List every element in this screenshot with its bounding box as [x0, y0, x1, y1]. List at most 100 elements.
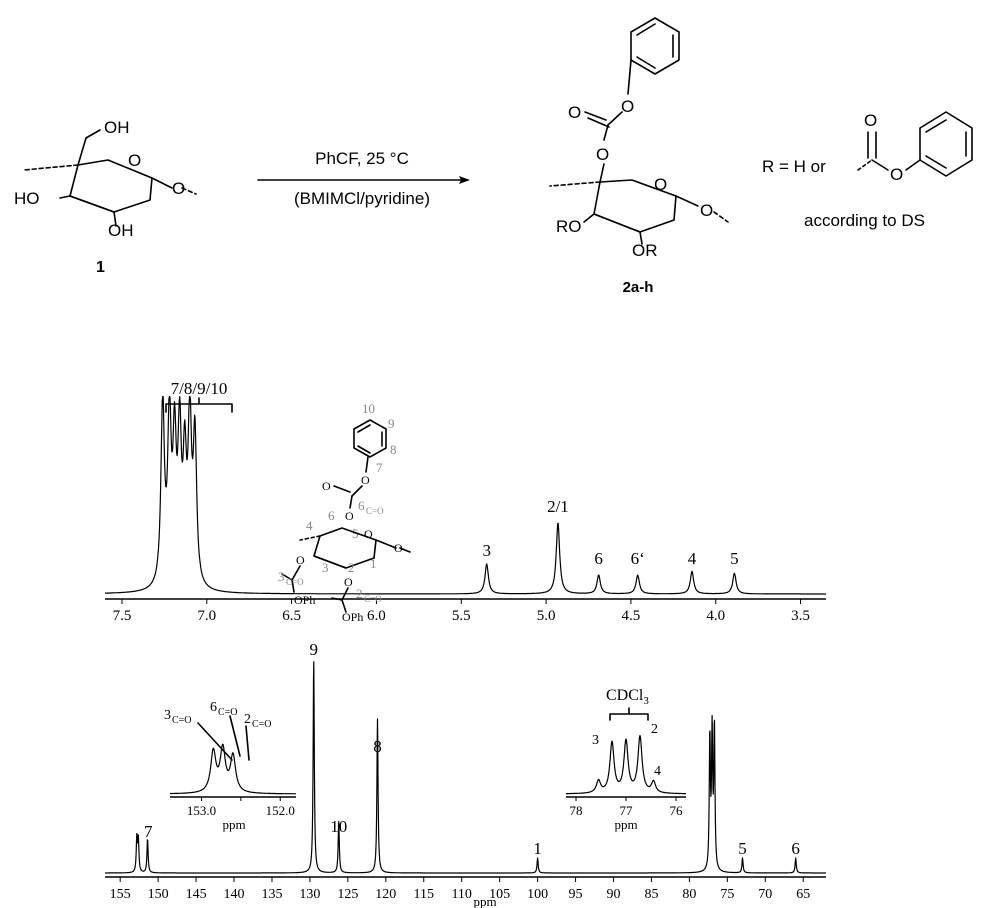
inset-label-3: 3	[164, 708, 171, 723]
peak-label: 6‘	[631, 549, 645, 568]
inset2-tick-label: 78	[570, 803, 583, 818]
reaction-arrow: PhCF, 25 °C (BMIMCl/pyridine)	[257, 149, 470, 208]
h-axis-tick-label: 6.0	[367, 608, 386, 624]
glyc-o-h: O	[394, 541, 403, 555]
peak-label: 6	[791, 839, 800, 858]
pos-3: 3	[322, 560, 329, 575]
c-axis-tick-label: 80	[682, 887, 696, 902]
inset1-tick-label: 153.0	[187, 803, 216, 818]
product-glycosidic-oxygen: O	[700, 201, 713, 220]
peak-label: 6	[594, 549, 603, 568]
h-axis: 7.5 7.0 6.5 6.0 5.5 5.0 4.5 4.0 3.5	[105, 598, 826, 624]
peak-label: 7	[144, 822, 153, 841]
c-axis-tick-label: 85	[644, 887, 658, 902]
h-axis-tick-label: 5.0	[537, 608, 556, 624]
pos-10: 10	[362, 401, 375, 416]
r-carbonyl-oxygen: O	[864, 111, 877, 130]
o3-h: O	[296, 553, 305, 567]
inset-label-2: 2	[244, 712, 251, 727]
carbonyl-o-h: O	[322, 479, 331, 493]
ring-oxygen-label: O	[128, 151, 141, 170]
c-axis-tick-label: 105	[489, 887, 510, 902]
ester-oxygen-label: O	[621, 97, 634, 116]
reagent-bottom: (BMIMCl/pyridine)	[294, 189, 430, 208]
c-axis-tick-label: 140	[224, 887, 245, 902]
o2-h: O	[344, 575, 353, 589]
cdcl3-inset-axis-label: ppm	[614, 817, 637, 832]
pos-7: 7	[376, 460, 383, 475]
h-axis-tick-label: 7.5	[113, 608, 132, 624]
reaction-scheme: OH O HO OH O 1 PhCF, 25 °C (BMIMCl/pyrid…	[14, 17, 973, 296]
oh-label-2: OH	[108, 221, 134, 240]
compound-2-label: 2a-h	[623, 279, 654, 296]
ho-label-3: HO	[14, 189, 40, 208]
product-ring-oxygen: O	[654, 175, 667, 194]
peak-label: 8	[373, 737, 382, 756]
c-axis-tick-label: 130	[299, 887, 320, 902]
cdcl3-label: CDCl3	[606, 687, 649, 707]
c-axis-tick-label: 110	[451, 887, 471, 902]
aromatic-bracket	[165, 397, 233, 413]
glucose-unit-structure: OH O HO OH O 1	[14, 118, 197, 276]
h-axis-tick-label: 6.5	[282, 608, 301, 624]
h-axis-tick-label: 7.0	[197, 608, 216, 624]
c-axis-tick-label: 115	[414, 887, 434, 902]
peak-label: 5	[730, 549, 739, 568]
inset-label-3-sub: C=O	[172, 715, 192, 726]
r-ester-oxygen: O	[890, 165, 903, 184]
pos-4: 4	[306, 518, 313, 533]
c-axis-tick-label: 155	[110, 887, 131, 902]
reagent-top: PhCF, 25 °C	[315, 149, 409, 168]
c2-carbonyl: 2	[356, 586, 363, 601]
peak-label: 5	[738, 839, 747, 858]
c-axis-tick-label: 100	[527, 887, 548, 902]
c6-carbonyl: 6	[358, 498, 365, 513]
pos-6: 6	[328, 508, 335, 523]
pos-9: 9	[388, 416, 395, 431]
inset1-tick-label: 152.0	[266, 803, 295, 818]
c-axis-tick-label: 90	[606, 887, 620, 902]
h-axis-tick-label: 4.0	[706, 608, 725, 624]
h-spectrum-structure: 10 9 8 7 O O 6 C=O O 6 4 5 O O 3 2 1 O O	[278, 401, 411, 624]
oh-label-6: OH	[104, 118, 130, 137]
h-axis-tick-label: 4.5	[622, 608, 641, 624]
carbonyl-oxygen-label: O	[568, 103, 581, 122]
o6-h: O	[345, 509, 354, 523]
inset-label-6: 6	[210, 700, 217, 715]
peak-label: 10	[330, 817, 347, 836]
carbonyl-inset-axis-label: ppm	[222, 817, 245, 832]
h-axis-tick-label: 3.5	[791, 608, 810, 624]
c-axis-tick-label: 150	[148, 887, 169, 902]
h-axis-tick-label: 5.5	[452, 608, 471, 624]
peak-label: 9	[309, 640, 318, 659]
ro-label: RO	[556, 217, 582, 236]
c-axis-tick-label: 120	[375, 887, 396, 902]
c-spectrum-trace	[104, 661, 827, 874]
h-spectrum-trace	[104, 396, 827, 595]
carbonyl-inset-trace	[169, 743, 297, 795]
o6-label: O	[596, 145, 609, 164]
c-axis-tick-label: 70	[758, 887, 772, 902]
aromatic-bracket-label: 7/8/9/10	[171, 379, 228, 398]
cdcl3-inset-label-3: 3	[592, 733, 599, 748]
inset-label-2-sub: C=O	[252, 719, 272, 730]
c-axis-tick-label: 75	[720, 887, 734, 902]
c6-carbonyl-sub: C=O	[366, 506, 384, 516]
c-axis-tick-label: 145	[186, 887, 207, 902]
h-nmr-spectrum: 7.5 7.0 6.5 6.0 5.5 5.0 4.5 4.0 3.5 3 2/1 6 6‘ 4 5 7/…	[104, 379, 827, 624]
compound-1-label: 1	[96, 259, 105, 276]
c3-carbonyl: 3	[278, 569, 285, 584]
or-label: OR	[632, 241, 658, 260]
oph-2: OPh	[342, 610, 363, 624]
peak-label: 2/1	[547, 497, 569, 516]
r-definition-text: R = H or	[762, 157, 826, 176]
product-structure: O O O O O RO OR 2a-h	[549, 17, 729, 296]
c-axis-tick-label: 125	[337, 887, 358, 902]
c-axis-tick-label: 95	[569, 887, 583, 902]
pos-2: 2	[348, 560, 355, 575]
